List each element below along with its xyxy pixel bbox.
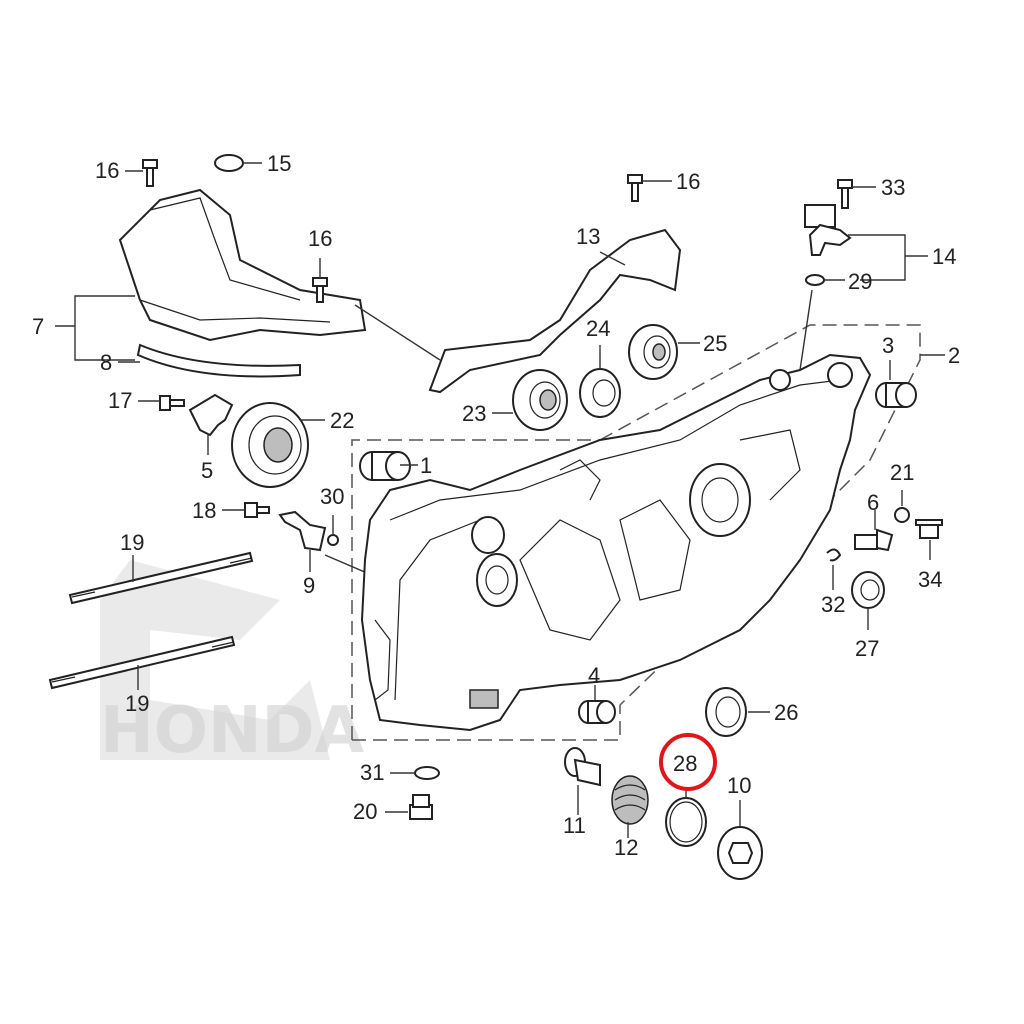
stud-bolt-19-upper [68,551,254,605]
label-9: 9 [303,573,315,598]
bolt-16-left [142,159,158,187]
label-2: 2 [948,343,960,368]
bushing-3 [875,382,917,408]
label-3: 3 [882,333,894,358]
drain-cap-10 [717,826,763,880]
label-16a: 16 [95,158,119,183]
leader-cover-13 [354,304,441,361]
bushing-1 [359,451,411,481]
label-25: 25 [703,331,727,356]
bracket-5 [188,393,234,437]
bearing-25 [628,324,678,380]
drain-bolt-20 [409,794,433,820]
label-26: 26 [774,700,798,725]
label-4: 4 [588,663,600,688]
watermark-text: HONDA [100,694,365,768]
clip-32 [826,548,842,562]
washer-21 [894,507,910,523]
bolt-34 [915,519,943,539]
stud-bolt-19-lower [48,635,236,690]
spring-12 [611,775,649,825]
label-30: 30 [320,484,344,509]
assembly-outline-left [351,439,621,741]
label-20: 20 [353,799,377,824]
leader-sensor-case [799,289,813,371]
label-27: 27 [855,636,879,661]
bushing-4 [578,700,616,724]
bracket-7-8 [74,295,135,361]
label-10: 10 [727,773,751,798]
o-ring-28 [665,797,707,847]
label-14: 14 [932,244,956,269]
clamp-9 [278,510,327,552]
bolt-33 [837,179,853,209]
part-labels: 16 15 16 16 13 33 14 29 7 8 24 25 3 2 17… [32,151,960,860]
label-28: 28 [673,751,697,776]
label-23: 23 [462,401,486,426]
o-ring-28-inner [669,801,703,843]
grommet-15 [214,154,244,172]
label-12: 12 [614,835,638,860]
oil-seal-22 [231,402,309,488]
bearing-24 [579,368,621,418]
label-19a: 19 [120,530,144,555]
label-16b: 16 [308,226,332,251]
sensor-6 [854,528,894,552]
label-8: 8 [100,350,112,375]
bracket-14 [848,234,906,281]
bearing-23 [512,369,568,431]
label-13: 13 [576,224,600,249]
oil-screen-11 [564,747,601,787]
label-34: 34 [918,567,942,592]
bolt-18 [244,502,270,518]
leader-13 [599,251,626,266]
label-5: 5 [201,458,213,483]
label-11: 11 [563,813,586,838]
label-33: 33 [881,175,905,200]
label-6: 6 [867,490,879,515]
washer-31 [414,766,440,780]
label-31: 31 [360,760,384,785]
crankcase [360,353,872,732]
clip-30 [327,534,339,546]
label-24: 24 [586,316,610,341]
label-15: 15 [267,151,291,176]
oil-seal-26 [705,687,747,737]
label-7: 7 [32,314,44,339]
label-16c: 16 [676,169,700,194]
honda-watermark: HONDA [100,560,365,768]
o-ring-29 [805,274,825,286]
label-32: 32 [821,592,845,617]
cover-assembly [118,188,367,378]
highlight-circle-28 [659,733,717,791]
label-17: 17 [108,388,132,413]
label-22: 22 [330,408,354,433]
label-29: 29 [848,269,872,294]
bracket-13 [428,228,682,394]
label-19b: 19 [125,691,149,716]
speed-sensor-14 [804,204,852,256]
bolt-17 [159,395,185,411]
bolt-16-right [627,174,643,202]
oil-seal-27 [851,571,885,609]
label-1: 1 [420,453,432,478]
label-18: 18 [192,498,216,523]
label-21: 21 [890,460,914,485]
